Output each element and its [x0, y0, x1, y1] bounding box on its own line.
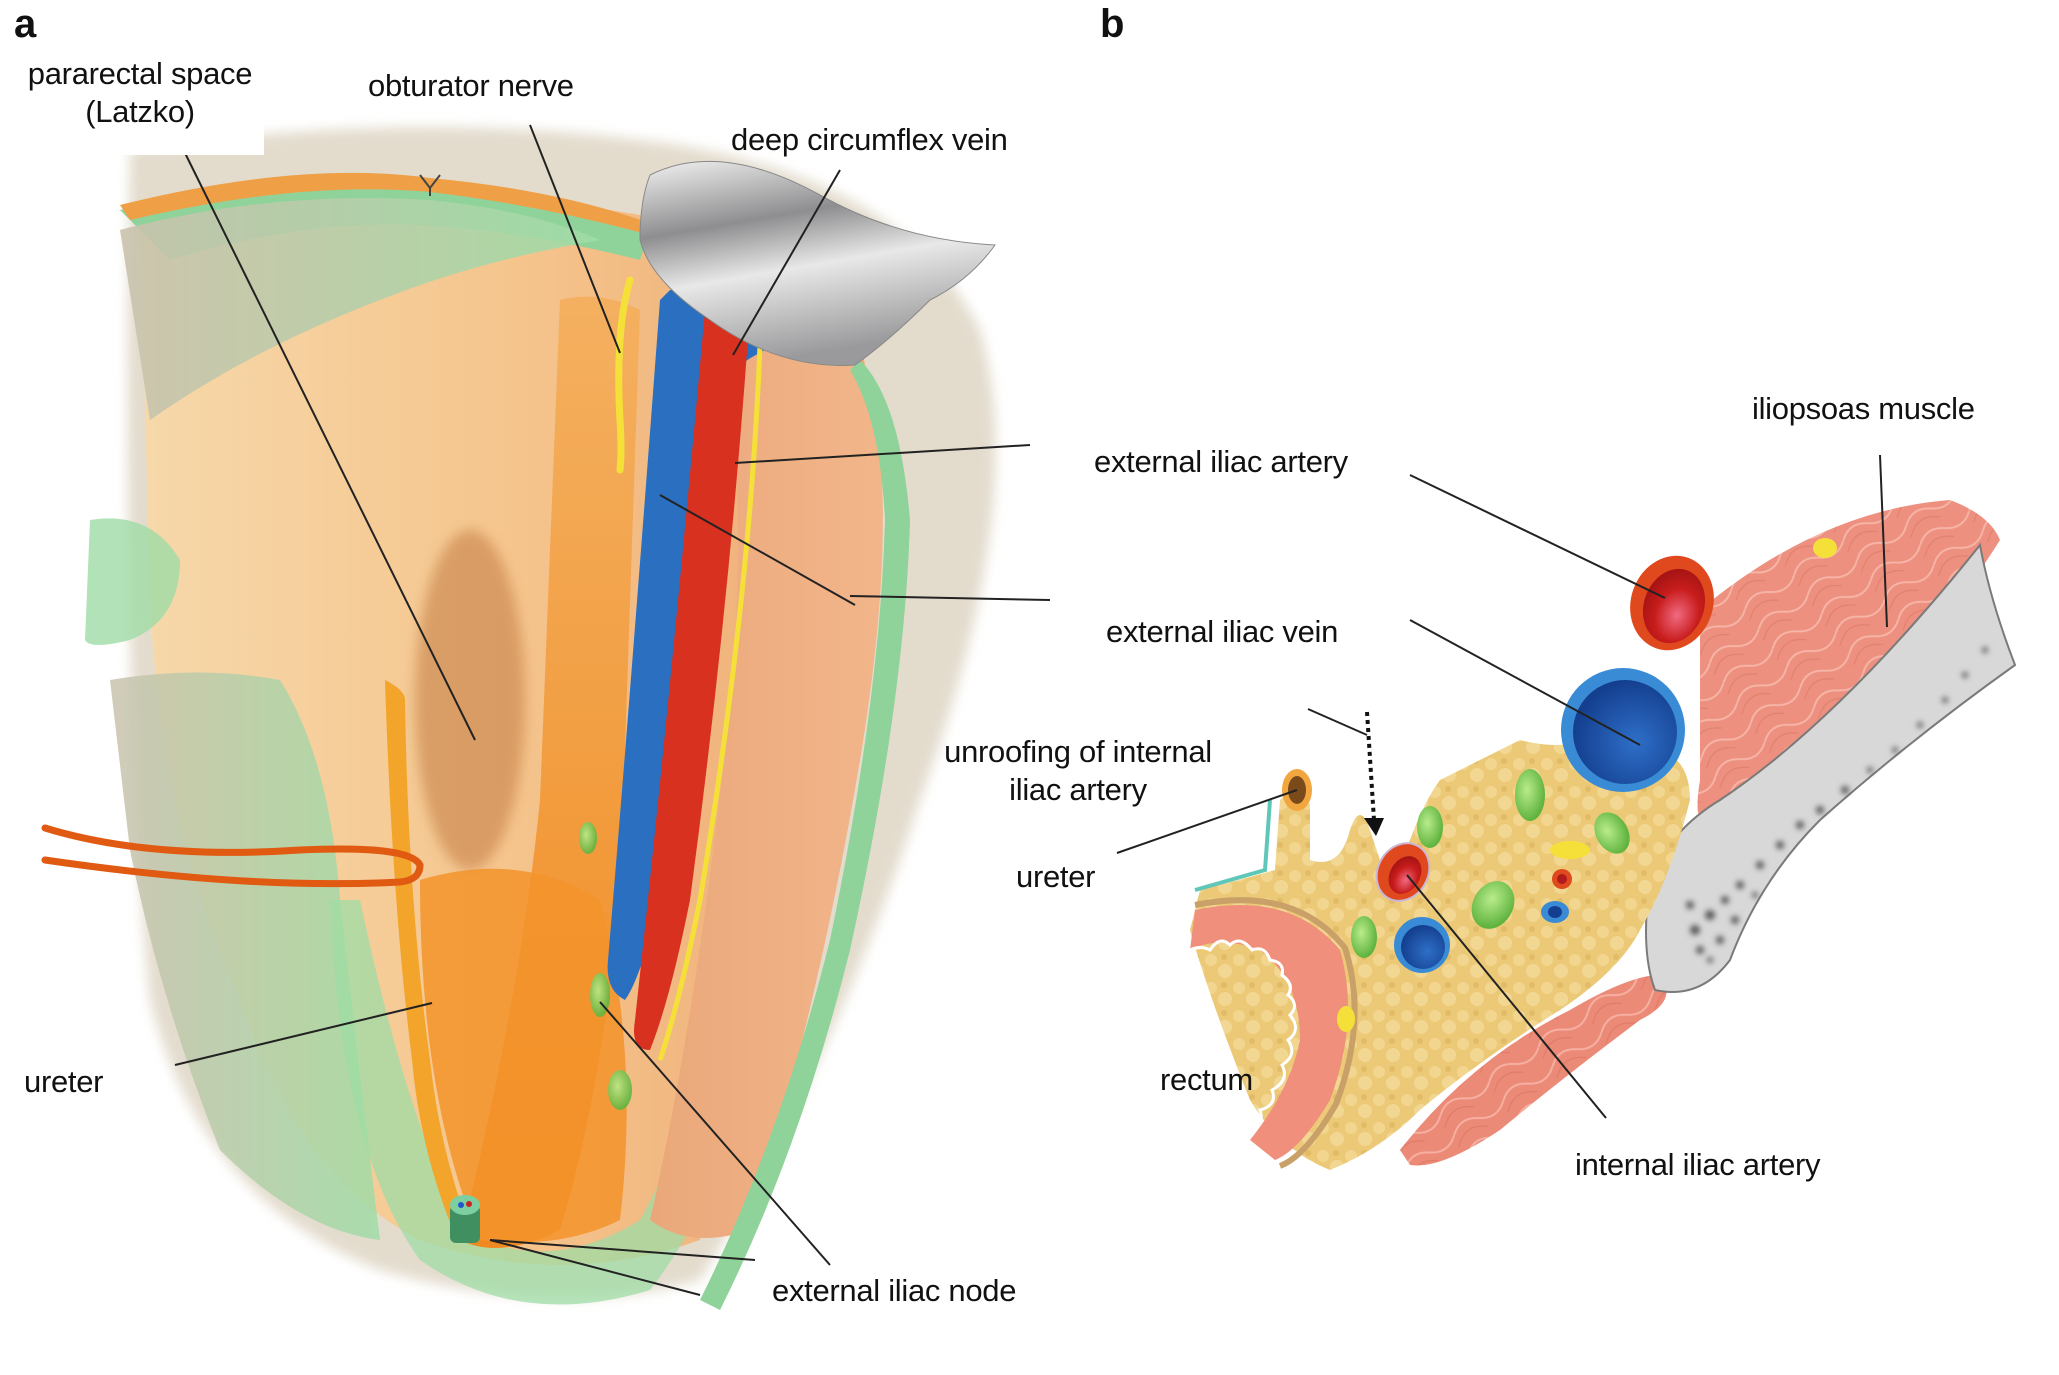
label-unroofing: unroofing of internal iliac artery — [928, 733, 1228, 809]
label-unroofing-line1: unroofing of internal — [944, 734, 1212, 769]
label-pararectal-space-line2: (Latzko) — [85, 94, 195, 129]
leader-unroofing — [1307, 708, 1368, 736]
cut-vessel-stump — [450, 1195, 480, 1243]
small-vein-lumen — [1548, 906, 1562, 918]
leader-external-iliac-vein-a — [659, 494, 856, 606]
label-pararectal-space: pararectal space (Latzko) — [16, 55, 264, 155]
genitofemoral-nerve-b — [1813, 538, 1837, 558]
label-external-iliac-node: external iliac node — [772, 1273, 1017, 1308]
external-iliac-artery-a — [634, 300, 750, 1050]
lymph-node — [1515, 769, 1545, 821]
bladder-peritoneum-flap — [120, 198, 600, 420]
leader-external-iliac-artery-b — [1409, 474, 1666, 599]
small-artery-lumen — [1557, 874, 1567, 884]
pararectal-space-depression — [415, 530, 525, 870]
leader-lines — [174, 124, 1888, 1296]
leader-external-iliac-node-3 — [489, 1239, 701, 1296]
label-external-iliac-vein-b: external iliac vein — [1106, 614, 1339, 649]
panel-a-letter: a — [14, 2, 37, 46]
label-ureter-b: ureter — [1016, 859, 1096, 894]
label-iliopsoas-muscle: iliopsoas muscle — [1752, 391, 1975, 426]
pelvic-floor-muscle — [1400, 975, 1667, 1166]
internal-iliac-vein-lumen — [1401, 925, 1445, 969]
nerve — [1550, 841, 1590, 859]
label-unroofing-line2: iliac artery — [1009, 772, 1147, 807]
peritoneum-b — [1194, 799, 1272, 892]
vessel-loop — [41, 824, 424, 888]
leader-pararectal-space — [184, 152, 476, 741]
leader-external-iliac-node-1 — [599, 1001, 831, 1266]
lymph-node — [579, 822, 597, 854]
leader-external-iliac-vein-a-ext — [849, 595, 1051, 601]
leader-ureter-b — [1116, 789, 1298, 854]
peritoneal-edge-top-orange — [120, 172, 655, 235]
unroofing-arrow — [1365, 711, 1376, 821]
iliopsoas-muscle — [1697, 500, 2000, 825]
ilium-bone — [1645, 542, 2017, 993]
leader-deep-circumflex-vein — [732, 169, 841, 356]
nerve — [1337, 1006, 1355, 1032]
lower-fat-mass — [420, 868, 627, 1243]
bone-trabeculae — [1686, 647, 1988, 963]
leader-iliopsoas-muscle — [1879, 454, 1888, 628]
leader-external-iliac-artery-a — [734, 444, 1031, 464]
panel-b-letter: b — [1100, 2, 1125, 46]
external-iliac-vein-a — [607, 290, 705, 1000]
peritoneum-funnel — [330, 900, 760, 1305]
external-iliac-vein-lumen — [1573, 680, 1677, 784]
leader-internal-iliac-artery — [1406, 874, 1607, 1119]
label-deep-circumflex-vein: deep circumflex vein — [731, 122, 1008, 157]
internal-iliac-artery-lumen — [1388, 856, 1422, 894]
panel-b-illustration — [1189, 500, 2017, 1170]
lymph-node — [1351, 916, 1377, 958]
leader-ureter-a — [174, 1002, 433, 1066]
pelvic-sidewall-muscle — [650, 300, 883, 1238]
rectum-mucosa-folds — [1189, 939, 1297, 1132]
label-internal-iliac-artery: internal iliac artery — [1575, 1147, 1821, 1182]
retractor-blade — [639, 160, 996, 366]
leader-external-iliac-node-2 — [489, 1239, 756, 1261]
unroofing-arrowhead — [1364, 818, 1384, 836]
panel-a-illustration — [41, 127, 996, 1310]
genitofemoral-nerve — [657, 344, 763, 1061]
umbilical-notch — [419, 174, 441, 196]
lymph-node — [1417, 806, 1443, 848]
ureter-a — [385, 680, 470, 1235]
peritoneum-medial-fold — [110, 672, 380, 1240]
leader-external-iliac-vein-b — [1409, 619, 1641, 746]
lymph-node — [1471, 881, 1515, 929]
label-pararectal-space-line1: pararectal space — [27, 56, 253, 91]
label-obturator-nerve: obturator nerve — [368, 68, 574, 103]
obturator-nerve-a — [615, 276, 634, 474]
rectum-serosa — [1194, 897, 1358, 1169]
label-external-iliac-artery-b: external iliac artery — [1094, 444, 1348, 479]
external-iliac-artery-lumen — [1642, 568, 1706, 644]
lymph-node — [608, 1070, 632, 1110]
leader-obturator-nerve — [529, 124, 621, 354]
lymph-node — [590, 973, 610, 1017]
peritoneum-lateral-edge — [700, 360, 910, 1310]
lymph-node — [1594, 812, 1630, 854]
round-ligament-stump — [85, 518, 180, 645]
label-rectum: rectum — [1160, 1062, 1253, 1097]
label-ureter-a: ureter — [20, 1063, 108, 1101]
rectum-wall — [1190, 905, 1348, 1160]
